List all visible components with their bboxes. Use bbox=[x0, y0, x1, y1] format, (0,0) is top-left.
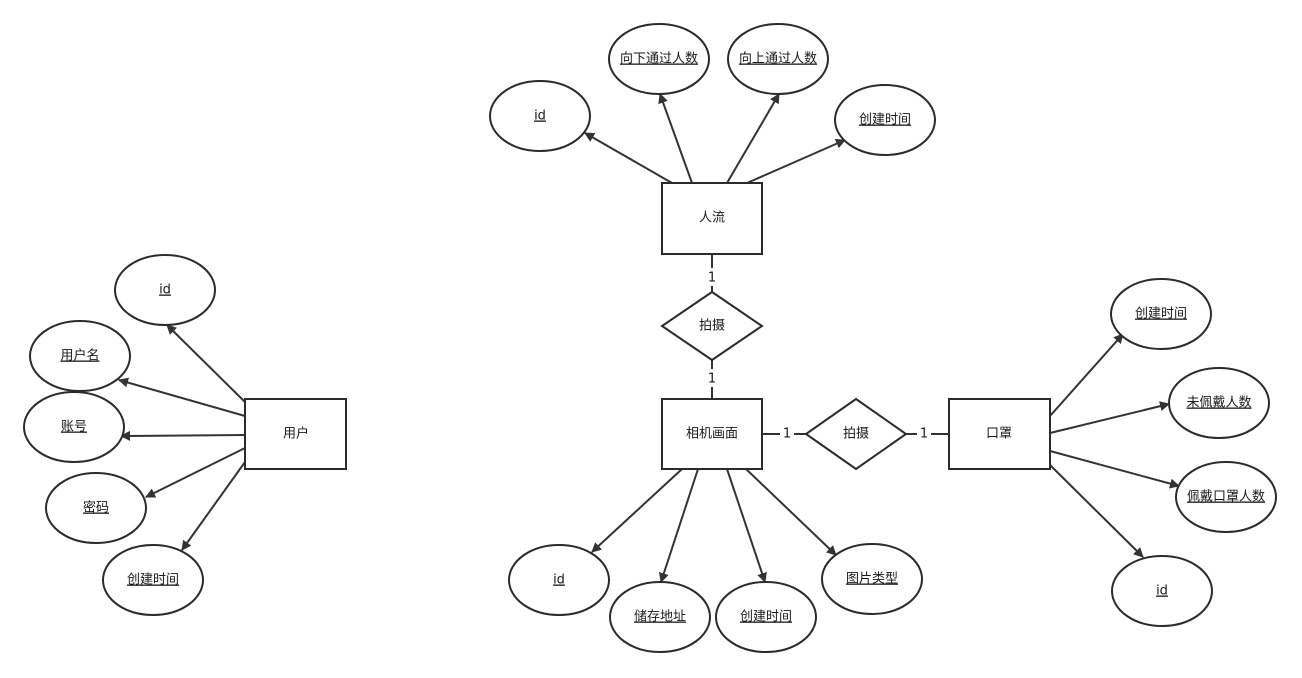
edge-camera-storage bbox=[659, 468, 699, 583]
edge-mask-id bbox=[1049, 464, 1144, 558]
camera-frame-attribute-edges bbox=[591, 468, 837, 583]
attribute-flow-down-count[interactable]: 向下通过人数 bbox=[608, 23, 710, 95]
edge-camera-id bbox=[591, 468, 683, 553]
relationship-label: 拍摄 bbox=[699, 319, 725, 334]
attribute-user-username[interactable]: 用户名 bbox=[29, 320, 131, 392]
attribute-flow-id[interactable]: id bbox=[489, 80, 591, 152]
attribute-camera-id[interactable]: id bbox=[508, 544, 610, 616]
edge-user-username bbox=[118, 377, 246, 417]
entity-user[interactable]: 用户 bbox=[244, 398, 347, 470]
relationship-shoot-top[interactable]: 拍摄 bbox=[660, 290, 764, 362]
edge-camera-created-at bbox=[726, 468, 767, 583]
attribute-label: 图片类型 bbox=[846, 572, 898, 587]
entity-label: 相机画面 bbox=[686, 427, 738, 442]
edge-user-password bbox=[145, 447, 246, 498]
cardinality-label: 1 bbox=[708, 271, 716, 286]
attribute-camera-storage-path[interactable]: 储存地址 bbox=[609, 581, 711, 653]
entity-camera-frame[interactable]: 相机画面 bbox=[661, 398, 763, 470]
attribute-mask-wearing[interactable]: 佩戴口罩人数 bbox=[1175, 461, 1277, 533]
edge-flow-up bbox=[726, 93, 780, 184]
attribute-label: 用户名 bbox=[60, 348, 99, 364]
attribute-label: 向下通过人数 bbox=[620, 51, 698, 67]
cardinality-label: 1 bbox=[920, 427, 928, 442]
people-flow-attribute-edges bbox=[584, 93, 846, 184]
attribute-label: 向上通过人数 bbox=[739, 51, 817, 67]
attribute-label: 创建时间 bbox=[859, 113, 911, 128]
entity-label: 口罩 bbox=[986, 427, 1012, 442]
attribute-label: 密码 bbox=[83, 500, 109, 516]
attribute-label: 创建时间 bbox=[127, 573, 179, 588]
edge-mask-wearing bbox=[1049, 450, 1180, 489]
relationship-connectors bbox=[711, 254, 949, 435]
attribute-label: 储存地址 bbox=[634, 610, 686, 625]
edge-user-id bbox=[166, 324, 246, 403]
attribute-mask-id[interactable]: id bbox=[1111, 555, 1213, 627]
attribute-label: 账号 bbox=[61, 420, 87, 435]
user-attribute-edges bbox=[118, 324, 246, 551]
relationship-shoot-right[interactable]: 拍摄 bbox=[804, 397, 908, 471]
edge-user-created-at bbox=[181, 461, 246, 551]
edge-camera-image-type bbox=[745, 468, 837, 556]
attribute-label: id bbox=[534, 109, 546, 124]
entity-mask[interactable]: 口罩 bbox=[948, 398, 1051, 470]
attribute-flow-created-at[interactable]: 创建时间 bbox=[834, 84, 936, 156]
edge-mask-created-at bbox=[1049, 333, 1124, 417]
attribute-label: id bbox=[1156, 584, 1168, 599]
attribute-mask-not-wearing[interactable]: 未佩戴人数 bbox=[1168, 367, 1270, 439]
attribute-mask-created-at[interactable]: 创建时间 bbox=[1110, 278, 1212, 350]
attribute-label: 未佩戴人数 bbox=[1186, 396, 1251, 411]
attribute-user-created-at[interactable]: 创建时间 bbox=[102, 544, 204, 616]
attribute-label: id bbox=[159, 283, 171, 298]
attribute-label: id bbox=[553, 573, 565, 588]
mask-attribute-edges bbox=[1049, 333, 1180, 558]
entity-label: 用户 bbox=[283, 426, 309, 442]
edge-flow-down bbox=[658, 93, 693, 184]
attribute-camera-created-at[interactable]: 创建时间 bbox=[715, 581, 817, 653]
cardinality-labels: 1 1 1 1 bbox=[708, 271, 928, 442]
edge-flow-id bbox=[584, 132, 673, 184]
attribute-flow-up-count[interactable]: 向上通过人数 bbox=[727, 23, 829, 95]
attribute-camera-image-type[interactable]: 图片类型 bbox=[821, 543, 923, 615]
edge-flow-created-at bbox=[746, 139, 846, 184]
relationship-label: 拍摄 bbox=[843, 427, 869, 442]
attribute-user-password[interactable]: 密码 bbox=[45, 472, 147, 544]
attribute-user-account[interactable]: 账号 bbox=[23, 391, 125, 463]
cardinality-label: 1 bbox=[708, 372, 716, 387]
attribute-label: 创建时间 bbox=[740, 610, 792, 625]
entity-label: 人流 bbox=[699, 211, 725, 226]
entity-people-flow[interactable]: 人流 bbox=[661, 182, 763, 255]
attribute-label: 佩戴口罩人数 bbox=[1187, 490, 1265, 505]
attribute-label: 创建时间 bbox=[1135, 307, 1187, 322]
edge-mask-not-wearing bbox=[1049, 401, 1170, 434]
edge-user-account bbox=[120, 430, 246, 441]
attribute-user-id[interactable]: id bbox=[114, 254, 216, 326]
cardinality-label: 1 bbox=[783, 427, 791, 442]
